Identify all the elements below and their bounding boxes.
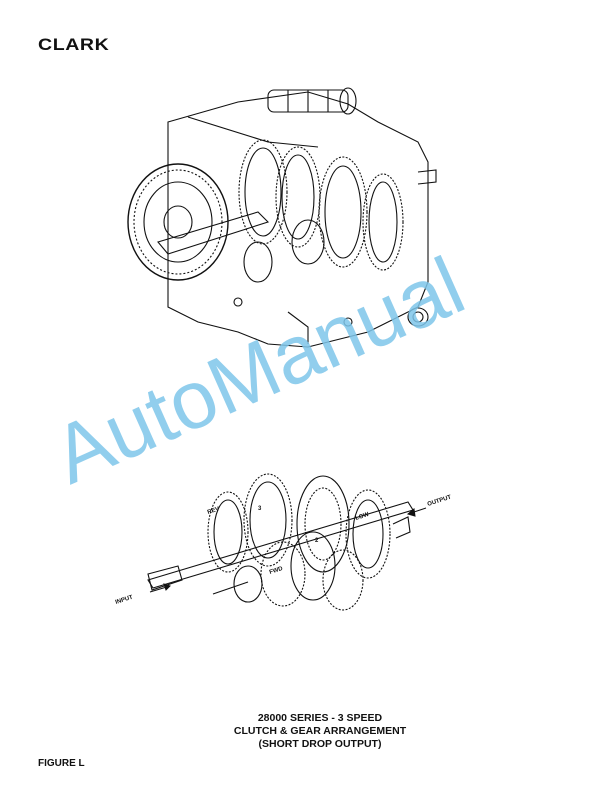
two-label: 2	[315, 538, 319, 544]
input-label: INPUT	[115, 595, 134, 606]
rev-label: REV	[207, 506, 221, 516]
output-label: OUTPUT	[427, 494, 453, 507]
clutch-gear-arrangement-illustration: INPUT OUTPUT REV 3 2 LOW FWD	[115, 473, 453, 611]
caption-line-3: (SHORT DROP OUTPUT)	[258, 738, 382, 750]
three-label: 3	[258, 506, 262, 512]
figure-caption: 28000 SERIES - 3 SPEED CLUTCH & GEAR ARR…	[180, 712, 460, 751]
fwd-label: FWD	[269, 566, 284, 576]
low-label: LOW	[355, 512, 370, 522]
transmission-assembly-illustration	[127, 87, 437, 348]
figure-label: FIGURE L	[38, 758, 85, 769]
clark-logo: CLARK	[38, 35, 110, 54]
caption-line-2: CLUTCH & GEAR ARRANGEMENT	[233, 725, 407, 737]
caption-line-1: 28000 SERIES - 3 SPEED	[257, 712, 383, 724]
